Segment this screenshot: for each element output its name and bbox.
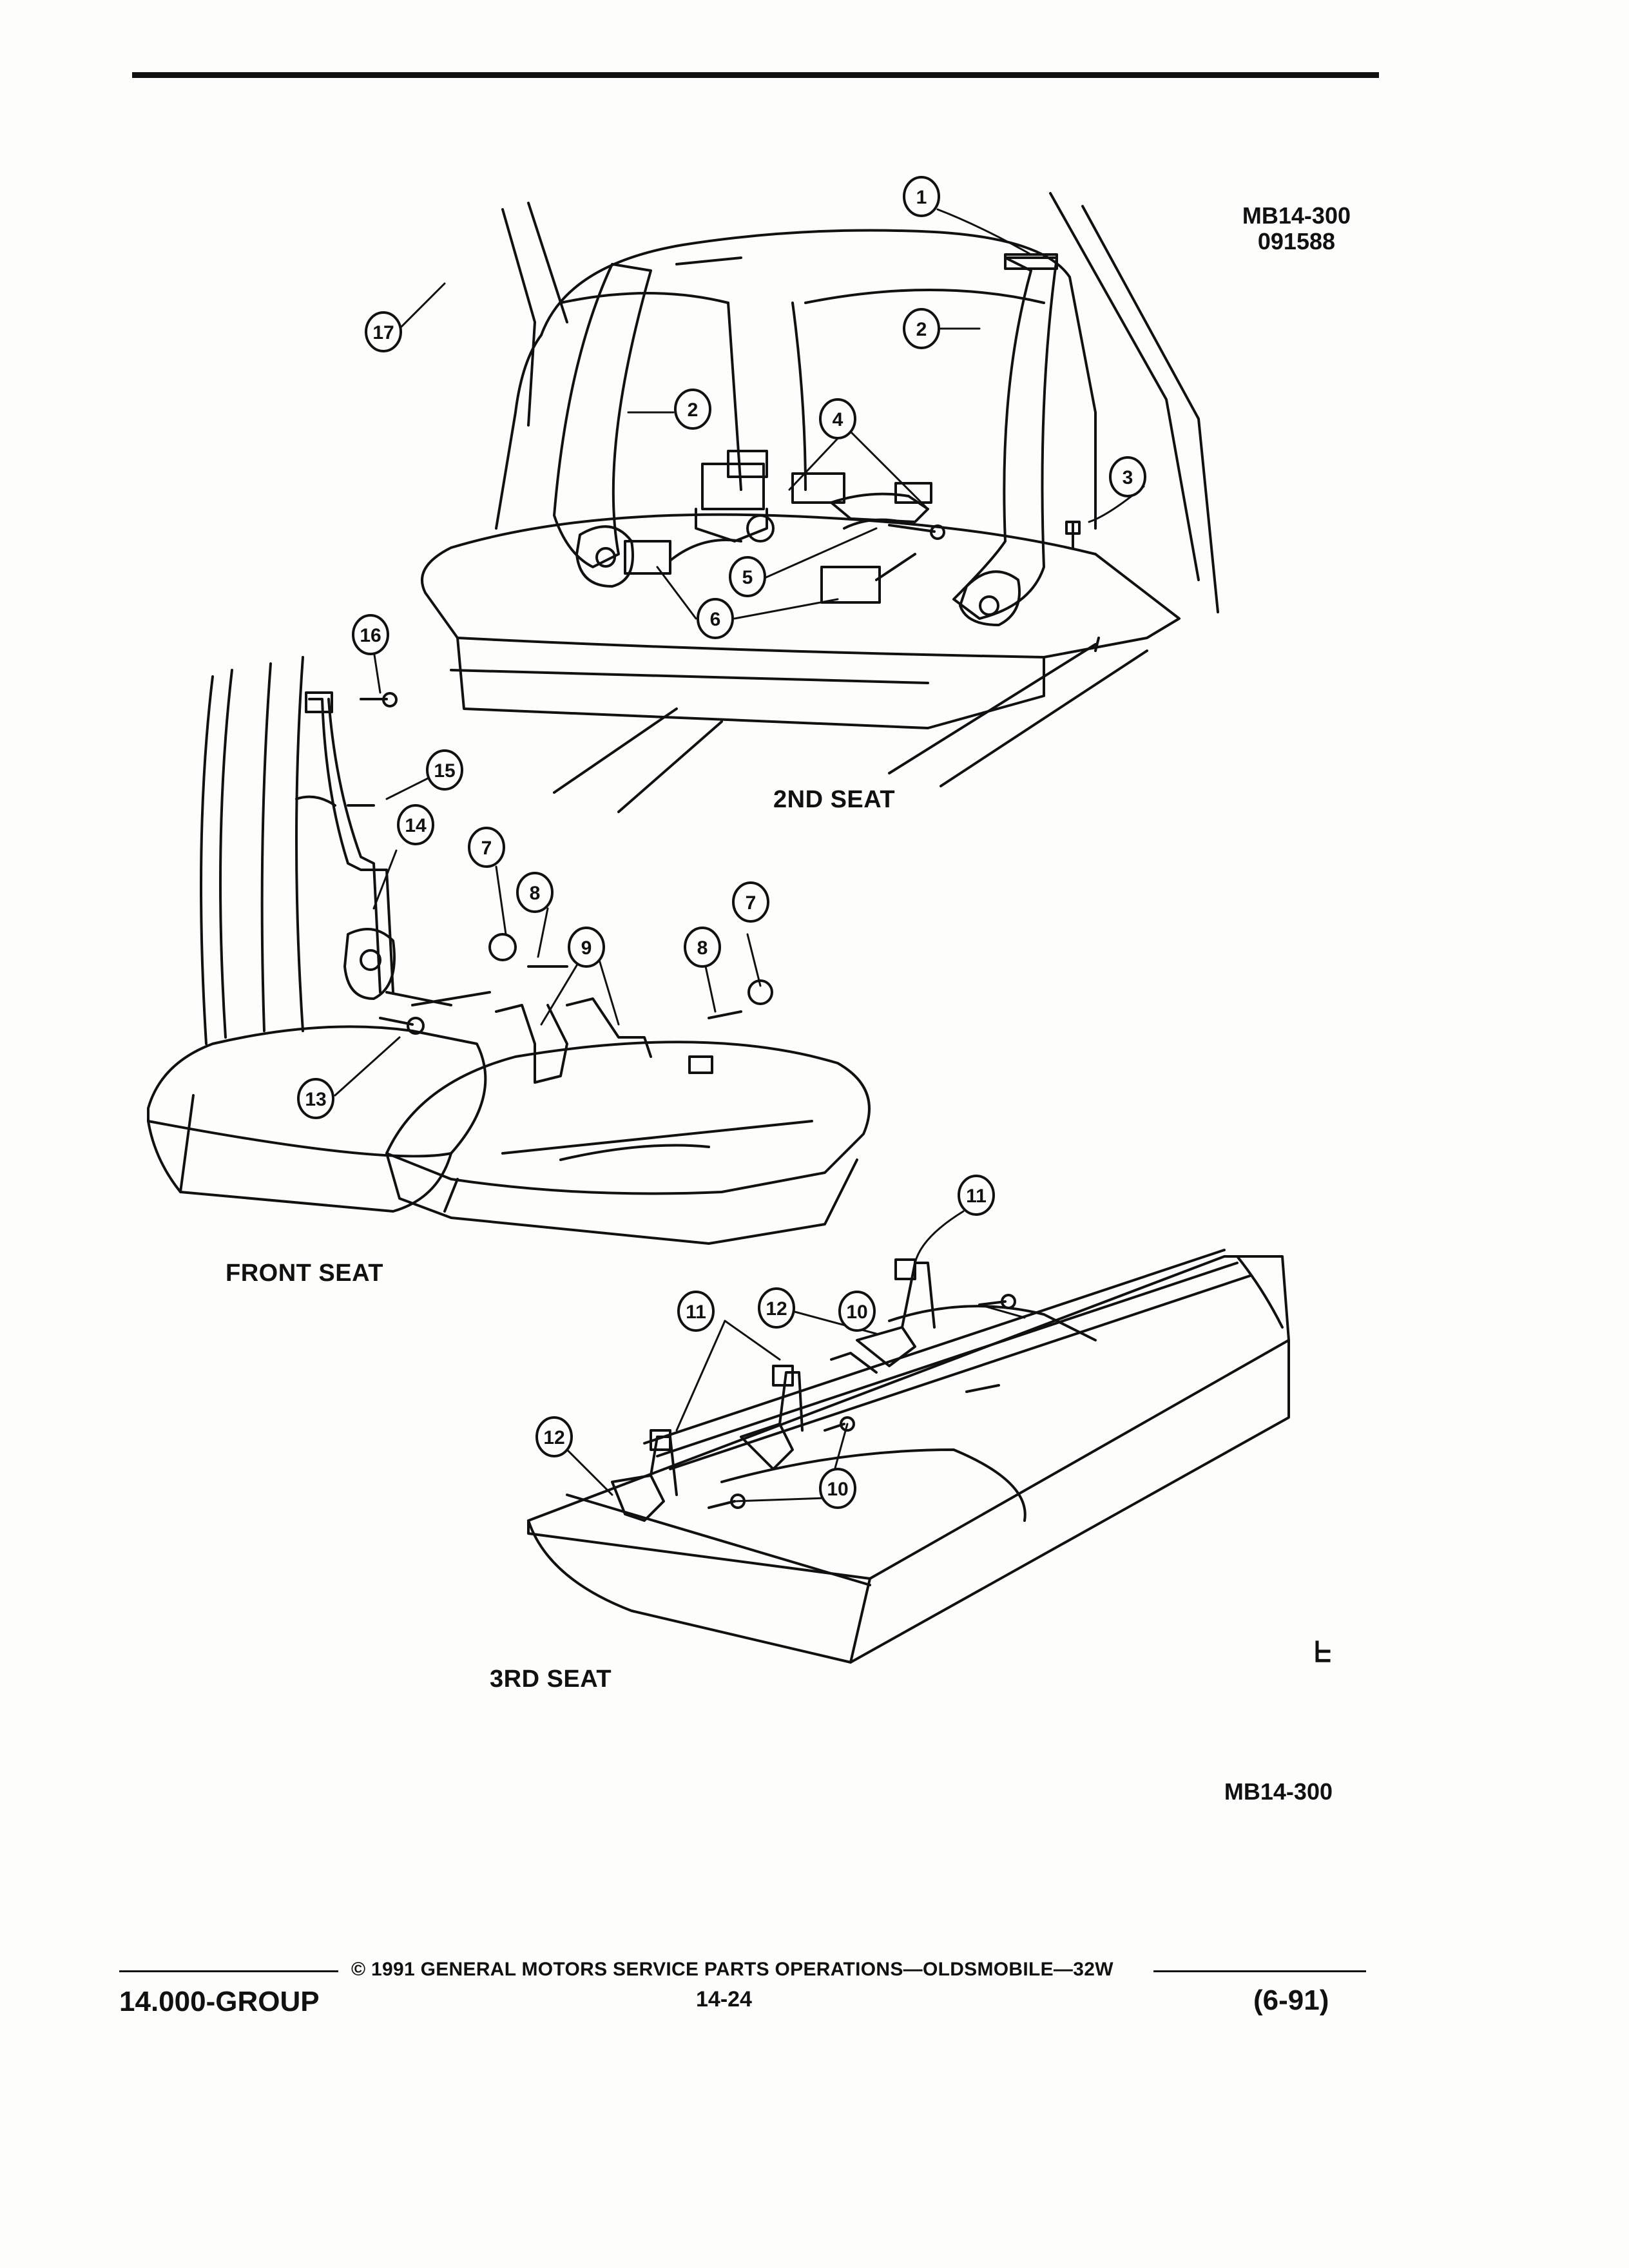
callout-circle (697, 598, 734, 639)
figure-date: 091588 (1257, 228, 1336, 255)
callout-circle (903, 308, 940, 349)
callout-circle (568, 927, 605, 968)
section-label-third-seat: 3RD SEAT (490, 1666, 612, 1693)
callout-circle (468, 827, 505, 868)
section-label-front-seat: FRONT SEAT (226, 1260, 383, 1287)
footer-rule-right (1153, 1970, 1366, 1972)
figure-reference: MB14-300 091588 (1242, 203, 1351, 255)
callout-number: 11 (966, 1186, 987, 1207)
callout-number: 10 (827, 1479, 848, 1500)
callout-circle (297, 1078, 334, 1119)
callout-number: 16 (360, 625, 381, 646)
second-seat-drawing (421, 192, 1219, 813)
callout-circle (838, 1291, 876, 1332)
callout-number: 15 (434, 760, 455, 782)
callout-number: 1 (916, 187, 927, 208)
callout-circle (352, 614, 389, 655)
callout-circle (732, 881, 769, 923)
footer-page-number: 14-24 (696, 1987, 752, 2012)
callout-circle (516, 872, 554, 913)
footer-rule-left (119, 1970, 338, 1972)
callout-number: 9 (581, 937, 592, 959)
callout-number: 2 (688, 399, 699, 421)
callout-number: 7 (481, 838, 492, 859)
callout-number: 2 (916, 319, 927, 340)
callout-number: 6 (710, 609, 721, 630)
callout-number: 13 (305, 1089, 326, 1110)
footer-copyright: © 1991 GENERAL MOTORS SERVICE PARTS OPER… (351, 1959, 1113, 1980)
callout-number: 17 (372, 322, 394, 343)
callout-circle (674, 389, 711, 430)
callout-circle (677, 1291, 715, 1332)
callout-circle (729, 556, 766, 597)
callout-circle (365, 311, 402, 352)
figure-code: MB14-300 (1242, 202, 1351, 229)
callout-number: 5 (742, 567, 753, 588)
publisher-mark: ᖶ (1315, 1637, 1332, 1668)
callout-circle (535, 1416, 573, 1457)
callout-number: 12 (766, 1298, 787, 1320)
footer-group: 14.000-GROUP (119, 1986, 320, 2017)
footer-revision: (6-91) (1253, 1984, 1329, 2016)
callout-circle (903, 176, 940, 217)
third-seat-drawing (527, 1249, 1290, 1664)
section-label-second-seat: 2ND SEAT (773, 786, 896, 813)
callout-number: 4 (833, 409, 843, 430)
callout-number: 11 (686, 1302, 706, 1323)
callout-number: 10 (846, 1302, 867, 1323)
callout-number: 12 (543, 1427, 564, 1448)
front-seat-drawing (147, 656, 871, 1245)
callout-circle (1109, 456, 1146, 497)
callouts (334, 208, 1145, 1503)
callout-number: 14 (405, 815, 427, 836)
bottom-reference: MB14-300 (1224, 1778, 1333, 1805)
callout-circle (758, 1287, 795, 1329)
callout-number: 3 (1123, 467, 1133, 488)
callout-circle (426, 749, 463, 791)
callout-number: 8 (697, 937, 708, 959)
callout-circle (819, 398, 856, 439)
callout-circle (958, 1175, 995, 1216)
header-rule (132, 72, 1379, 78)
callout-circle (819, 1468, 856, 1509)
callout-number: 7 (746, 892, 757, 914)
callout-number: 8 (530, 883, 541, 904)
callout-circle (684, 927, 721, 968)
callout-circle (397, 804, 434, 845)
